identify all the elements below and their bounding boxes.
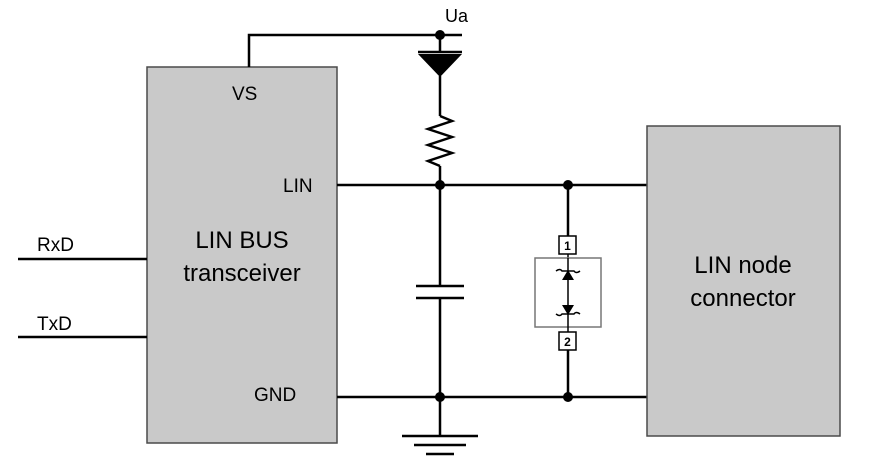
rxd-label: RxD: [37, 235, 74, 256]
connector-block: [646, 125, 841, 437]
pin-gnd-label: GND: [254, 385, 296, 406]
transceiver-label-line1: LIN BUS: [195, 227, 288, 254]
transceiver-block: [146, 66, 338, 444]
txd-label: TxD: [37, 314, 72, 335]
tvs-pin1-label: 1: [564, 239, 571, 253]
pin-lin-label: LIN: [283, 176, 313, 197]
transceiver-label-line2: transceiver: [183, 260, 300, 287]
connector-label-line2: connector: [690, 285, 795, 312]
connector-label-line1: LIN node: [694, 252, 791, 279]
tvs-pin2-label: 2: [564, 335, 571, 349]
resistor-symbol: [424, 114, 456, 168]
diode-symbol: [418, 54, 462, 77]
tvs-diode-symbol: [555, 258, 581, 327]
supply-label: Ua: [445, 6, 469, 26]
vs-supply-wire: [247, 33, 462, 67]
pin-vs-label: VS: [232, 84, 257, 105]
